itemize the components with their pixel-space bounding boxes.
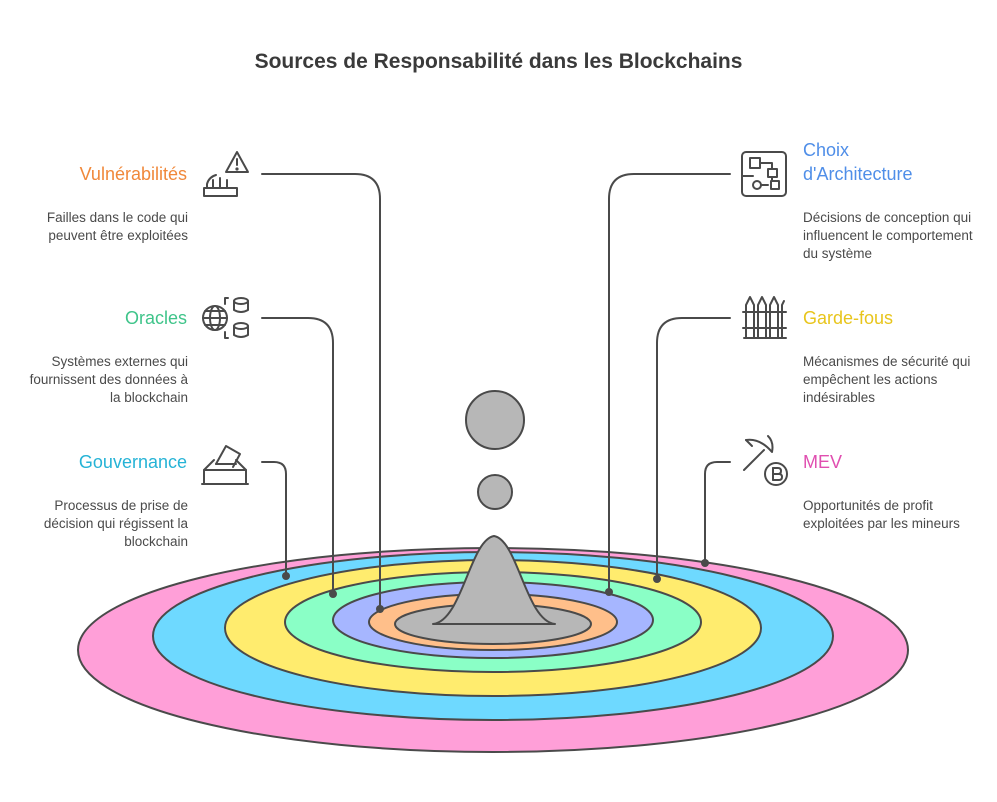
label-mev: MEV xyxy=(803,452,843,472)
connector-dot-gouvernance xyxy=(282,572,290,580)
connector-mev xyxy=(704,461,731,564)
connector-dot-mev xyxy=(701,559,709,567)
ballot-box-icon xyxy=(201,445,249,485)
pickaxe-bitcoin-icon xyxy=(743,435,788,486)
desc-garde-fous: Mécanismes de sécurité qui empêchent les… xyxy=(803,354,971,405)
globe-database-icon xyxy=(202,297,249,339)
desc-oracles: Systèmes externes qui fournissent des do… xyxy=(29,354,188,405)
label-gouvernance: Gouvernance xyxy=(78,452,187,472)
desc-mev: Opportunités de profit exploitées par le… xyxy=(803,498,960,531)
connector-dot-garde-fous xyxy=(653,575,661,583)
droplet-small xyxy=(477,474,513,510)
connector-oracles xyxy=(261,317,334,595)
label-vulnerabilites: Vulnérabilités xyxy=(79,164,187,184)
connector-architecture xyxy=(608,173,731,593)
droplet-large xyxy=(465,390,525,450)
connector-vulnerabilites xyxy=(261,173,381,610)
connector-dot-architecture xyxy=(605,588,613,596)
label-garde-fous: Garde-fous xyxy=(803,308,894,328)
connector-dot-oracles xyxy=(329,590,337,598)
connector-dot-vulnerabilites xyxy=(376,605,384,613)
connector-gouvernance xyxy=(261,461,287,577)
desc-architecture: Décisions de conception qui influencent … xyxy=(803,210,973,261)
page-title: Sources de Responsabilité dans les Block… xyxy=(254,50,743,73)
splash-peak xyxy=(432,535,556,625)
warning-dashboard-icon xyxy=(203,151,249,197)
circuit-chip-icon xyxy=(741,151,787,197)
desc-vulnerabilites: Failles dans le code qui peuvent être ex… xyxy=(46,210,188,243)
connector-garde-fous xyxy=(656,317,731,580)
desc-gouvernance: Processus de prise de décision qui régis… xyxy=(43,498,188,549)
label-oracles: Oracles xyxy=(124,308,187,328)
label-architecture: Choix d'Architecture xyxy=(803,140,913,184)
fence-icon xyxy=(742,296,787,339)
